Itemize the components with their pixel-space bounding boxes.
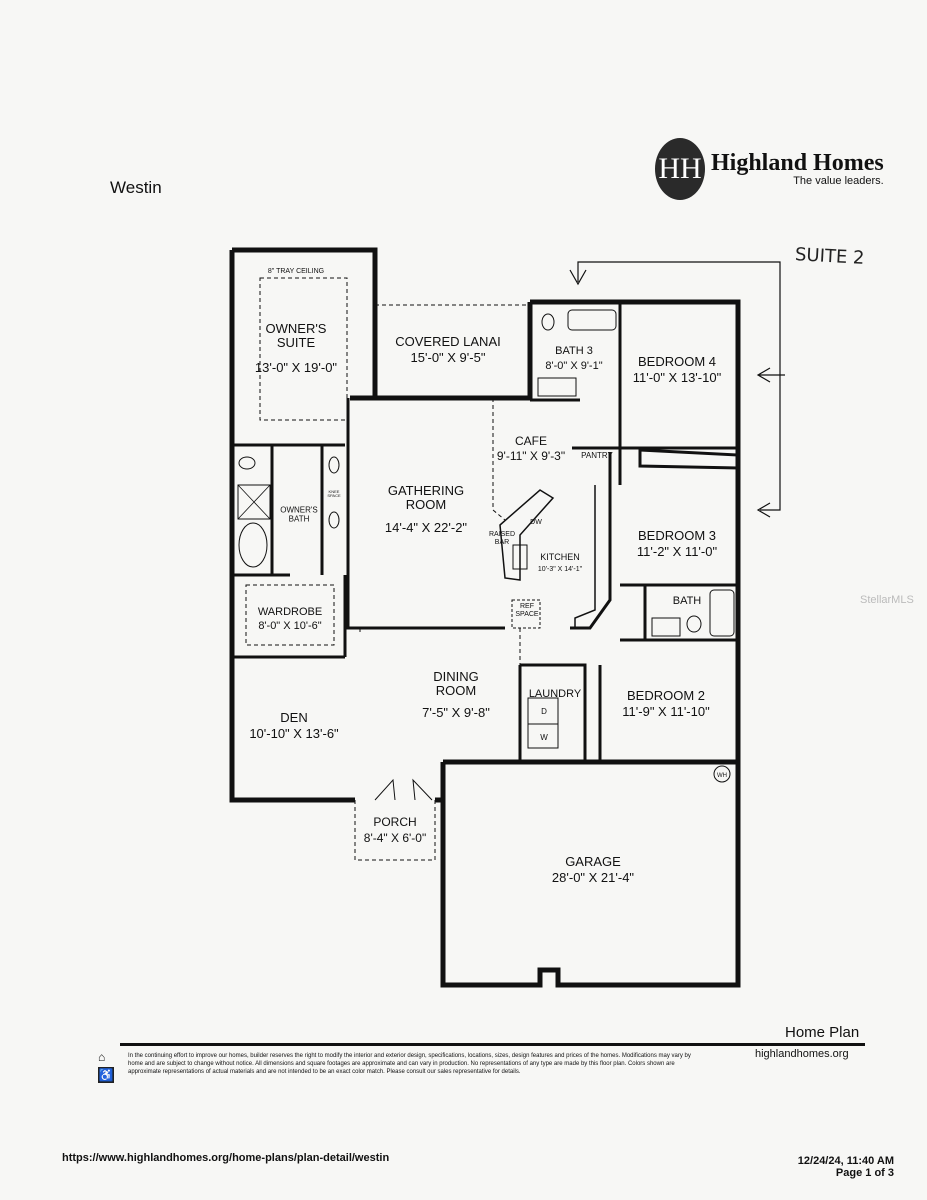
svg-text:10'-3" X 14'-1": 10'-3" X 14'-1" (538, 566, 583, 573)
watermark: StellarMLS (860, 594, 914, 606)
svg-text:15'-0" X 9'-5": 15'-0" X 9'-5" (411, 350, 486, 365)
plan-title: Westin (110, 178, 162, 197)
sink-icon (328, 456, 340, 474)
shower-icon (237, 484, 271, 520)
svg-text:LAUNDRY: LAUNDRY (529, 688, 582, 700)
svg-text:8'-4" X 6'-0": 8'-4" X 6'-0" (364, 831, 426, 845)
svg-text:WH: WH (717, 773, 727, 779)
svg-text:D: D (541, 707, 547, 716)
svg-text:11'-9" X 11'-10": 11'-9" X 11'-10" (622, 704, 710, 719)
brand-name: Highland Homes (711, 150, 884, 176)
svg-text:9'-11" X 9'-3": 9'-11" X 9'-3" (497, 449, 565, 463)
washer (527, 723, 559, 749)
print-datetime: 12/24/24, 11:40 AM (797, 1155, 894, 1167)
arrow-icon (756, 367, 785, 383)
scribble-mark (638, 448, 740, 470)
home-plan-label: Home Plan (785, 1024, 860, 1041)
svg-text:DEN: DEN (280, 710, 307, 725)
toilet-icon (541, 313, 555, 331)
arrow-icon (756, 502, 771, 518)
svg-text:CAFE: CAFE (515, 434, 547, 448)
svg-text:8'-0" X 9'-1": 8'-0" X 9'-1" (545, 360, 602, 372)
kitchen-counter (574, 485, 596, 628)
disclaimer: In the continuing effort to improve our … (128, 1053, 691, 1075)
sink-icon (651, 617, 681, 637)
svg-text:8'-0" X 10'-6": 8'-0" X 10'-6" (258, 620, 321, 632)
svg-text:PANTRY: PANTRY (581, 451, 613, 460)
brand-tagline: The value leaders. (793, 175, 884, 187)
svg-text:11'-0" X 13'-10": 11'-0" X 13'-10" (633, 370, 722, 385)
sink-icon (537, 377, 577, 397)
raised-bar (499, 489, 555, 581)
exterior-walls (229, 247, 741, 988)
svg-text:PORCH: PORCH (373, 815, 416, 829)
page-url: https://www.highlandhomes.org/home-plans… (62, 1152, 390, 1164)
bathtub-icon (238, 522, 268, 568)
svg-text:KITCHEN: KITCHEN (540, 552, 580, 562)
svg-text:BEDROOM 2: BEDROOM 2 (627, 688, 705, 703)
highland-homes-logo: HH Highland Homes The value leaders. (655, 138, 884, 200)
print-stamp: 12/24/24, 11:40 AM Page 1 of 3 (798, 1155, 894, 1179)
annotation-bracket (577, 261, 781, 511)
sink-icon (328, 511, 340, 529)
svg-text:GARAGE: GARAGE (565, 854, 621, 869)
bathtub-icon (567, 309, 617, 331)
svg-text:BATH 3: BATH 3 (555, 345, 593, 357)
equal-housing-icon: ⌂ (98, 1050, 106, 1064)
svg-text:COVERED LANAI: COVERED LANAI (395, 334, 500, 349)
svg-text:11'-2" X 11'-0": 11'-2" X 11'-0" (637, 544, 718, 559)
svg-text:28'-0" X 21'-4": 28'-0" X 21'-4" (552, 870, 635, 885)
svg-text:10'-10" X 13'-6": 10'-10" X 13'-6" (249, 726, 339, 741)
logo-mark: HH (655, 138, 705, 200)
interior-walls (232, 302, 738, 762)
svg-text:BATH: BATH (673, 595, 702, 607)
svg-text:BEDROOM 3: BEDROOM 3 (638, 528, 716, 543)
accessibility-icon: ♿ (98, 1067, 114, 1083)
svg-text:8" TRAY CEILING: 8" TRAY CEILING (268, 268, 324, 275)
svg-text:13'-0" X 19'-0": 13'-0" X 19'-0" (255, 360, 338, 375)
svg-text:7'-5" X 9'-8": 7'-5" X 9'-8" (422, 705, 490, 720)
bathtub-icon (709, 589, 735, 637)
site-name: highlandhomes.org (755, 1048, 849, 1060)
entry-door (374, 778, 433, 801)
page-number: Page 1 of 3 (835, 1167, 894, 1179)
divider (120, 1043, 865, 1046)
svg-text:DW: DW (530, 519, 542, 526)
svg-text:BEDROOM 4: BEDROOM 4 (638, 354, 716, 369)
svg-text:14'-4" X 22'-2": 14'-4" X 22'-2" (385, 520, 468, 535)
dashed-lines (245, 277, 530, 861)
sink-icon (512, 544, 528, 570)
water-heater (713, 765, 731, 783)
svg-text:WARDROBE: WARDROBE (258, 606, 322, 618)
toilet-icon (686, 615, 702, 633)
svg-text:W: W (540, 733, 548, 742)
toilet-icon (238, 456, 256, 470)
